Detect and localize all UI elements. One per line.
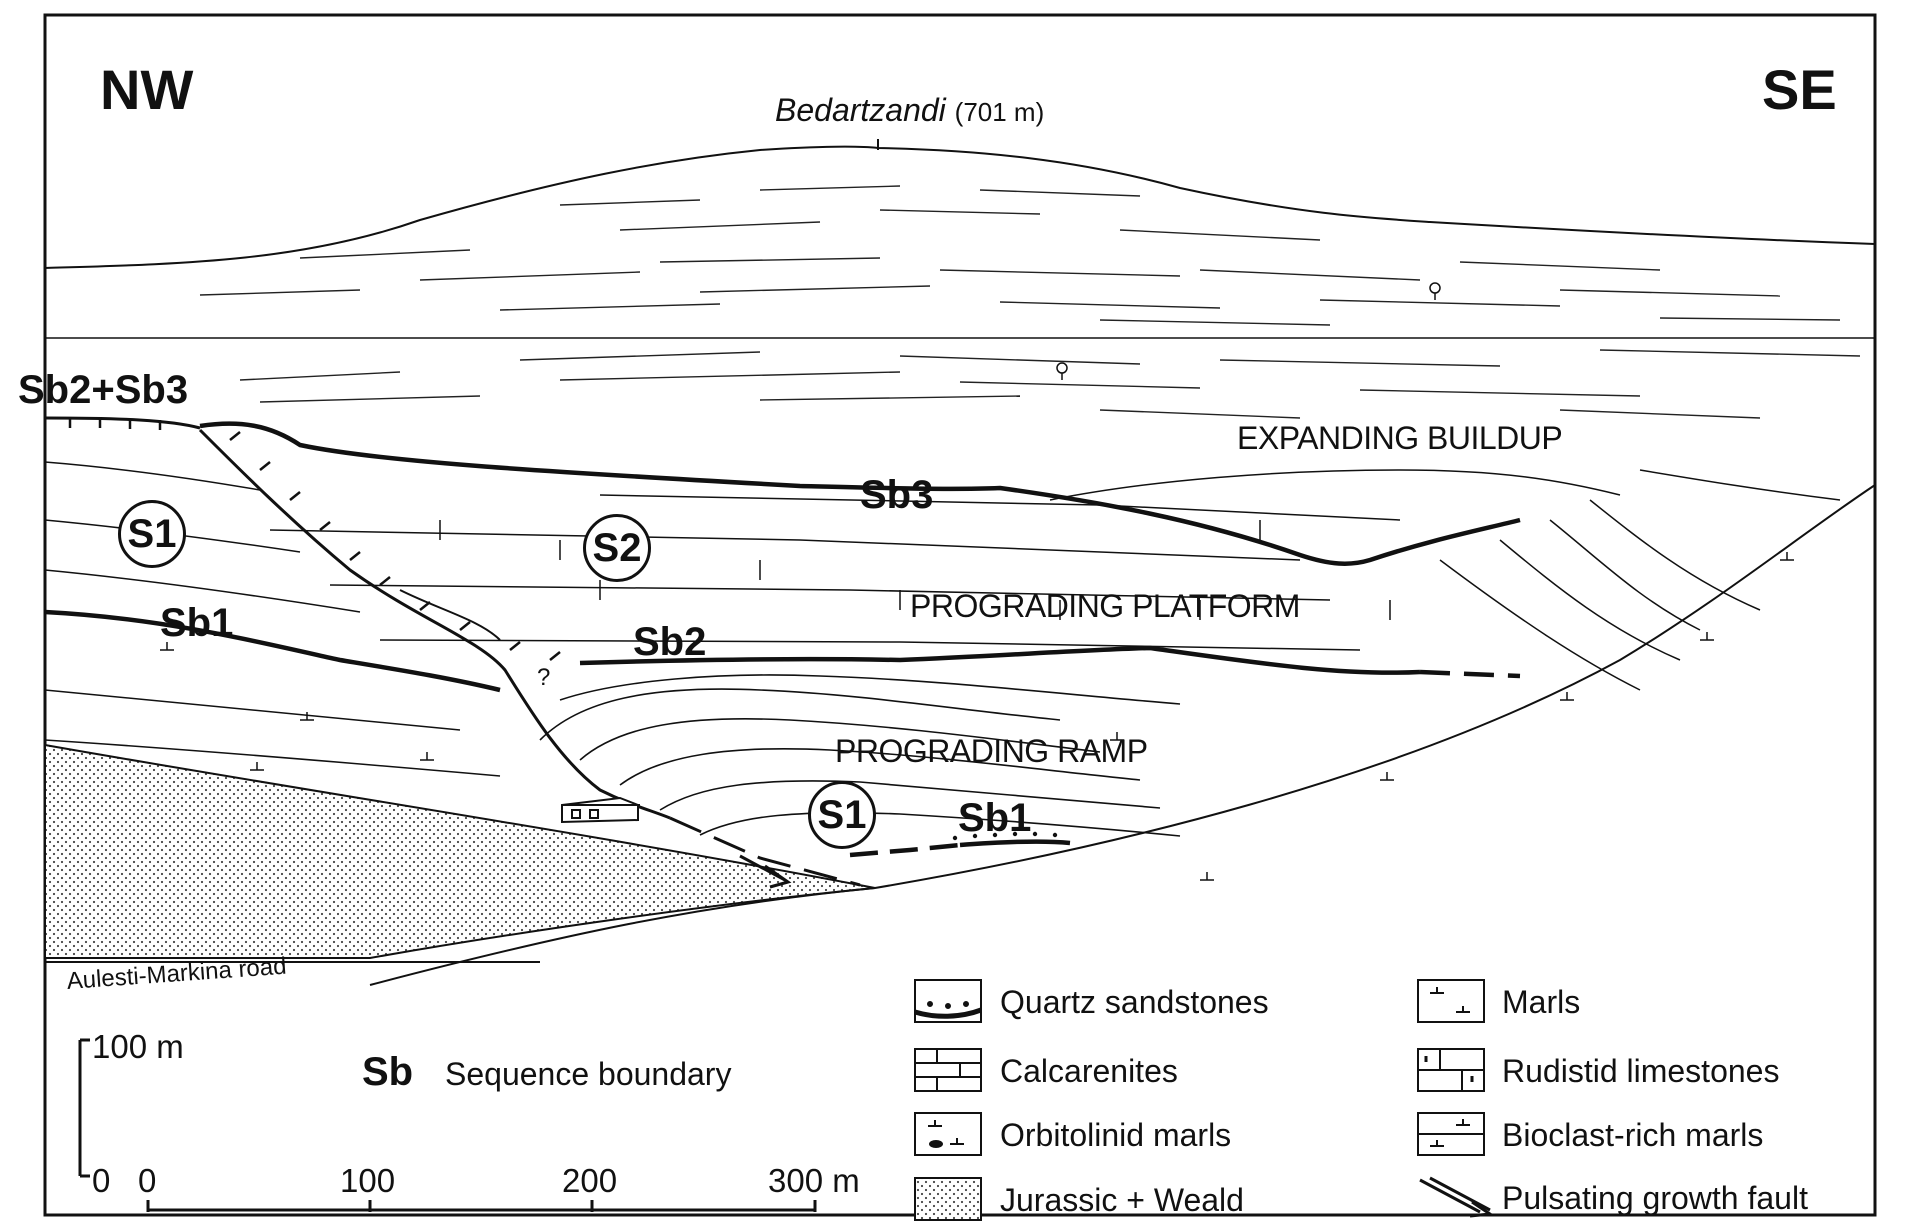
mountain-outline (44, 145, 1876, 269)
sb-key-meaning: Sequence boundary (445, 1056, 732, 1092)
tree-symbol-lower (1056, 362, 1068, 374)
legend-swatch-marl (1417, 979, 1485, 1023)
scale-tick-300: 300 m (768, 1162, 860, 1199)
s1-left-circle: S1 (118, 500, 186, 568)
fault-motion-arrow (739, 854, 792, 889)
legend-label-fault: Pulsating growth fault (1502, 1180, 1808, 1216)
legend-label-quartz: Quartz sandstones (1000, 984, 1269, 1020)
peak-name: Bedartzandi (775, 92, 946, 128)
vertical-scale-bottom: 0 (92, 1162, 111, 1199)
nw-label: NW (100, 58, 194, 121)
left-block-layers (44, 461, 501, 777)
legend-label-rudistid: Rudistid limestones (1502, 1053, 1780, 1089)
sb2-label: Sb2 (633, 620, 707, 664)
growth-fault (198, 428, 671, 820)
sb1-left-label: Sb1 (160, 601, 234, 645)
vertical-scale-bar (78, 1038, 90, 1178)
horizontal-scale-bar (146, 1200, 817, 1212)
sb3-label: Sb3 (860, 473, 934, 517)
growth-fault-lower (399, 589, 501, 641)
platform-layers (269, 494, 1401, 651)
scale-tick-0: 0 (138, 1162, 157, 1199)
jurassic-weald-unit (44, 743, 876, 959)
sb3-line (199, 421, 1521, 566)
s1-bottom-circle: S1 (808, 781, 876, 849)
hillside-texture (239, 349, 1861, 419)
scale-tick-200: 200 (562, 1162, 618, 1199)
ground-profile (369, 484, 1876, 986)
legend-swatch-quartz (914, 979, 982, 1023)
legend-label-orbitolinid: Orbitolinid marls (1000, 1117, 1232, 1153)
s2-circle: S2 (583, 514, 651, 582)
legend-swatch-rudist (1417, 1048, 1485, 1092)
uncertain-mark: ? (537, 664, 551, 691)
sb2-sb3-label: Sb2+Sb3 (18, 368, 189, 412)
ramp-layers (539, 674, 1181, 837)
sb1-line-left (44, 609, 501, 693)
legend-swatch-dots (914, 1177, 982, 1221)
scale-tick-100: 100 (340, 1162, 396, 1199)
legend-swatch-fault (1419, 1176, 1495, 1218)
tree-symbol-upper (1429, 282, 1441, 294)
peak-label: Bedartzandi (701 m) (775, 94, 1044, 126)
legend-swatch-bioclast (1417, 1112, 1485, 1156)
fault-ticks (68, 418, 561, 661)
sb1-bottom-label: Sb1 (958, 796, 1032, 840)
lithology-symbols (160, 520, 1794, 881)
sb-key-abbr: Sb (362, 1050, 414, 1094)
vertical-scale-top: 100 m (92, 1028, 184, 1065)
farmhouse-symbol (561, 796, 640, 824)
sb1-quartz-dots (952, 831, 1058, 841)
legend-label-jurassic: Jurassic + Weald (1000, 1182, 1244, 1218)
prograding-ramp-label: PROGRADING RAMP (835, 733, 1148, 769)
buildup-clinoforms (1049, 469, 1841, 691)
legend-swatch-orbitolinid (914, 1112, 982, 1156)
legend-label-calcarenite: Calcarenites (1000, 1053, 1178, 1089)
legend-label-marls: Marls (1502, 984, 1581, 1020)
sb2-dashed (1419, 669, 1521, 679)
se-label: SE (1762, 58, 1837, 121)
legend-label-bioclast: Bioclast-rich marls (1502, 1117, 1764, 1153)
sb1-line-bottom (849, 842, 961, 858)
mountain-texture (199, 185, 1841, 326)
prograding-platform-label: PROGRADING PLATFORM (910, 588, 1300, 624)
expanding-buildup-label: EXPANDING BUILDUP (1237, 420, 1563, 456)
sb2-line (579, 645, 1421, 675)
legend-swatch-calcarenite (914, 1048, 982, 1092)
peak-elevation: (701 m) (954, 97, 1045, 127)
sb2-sb3-line (44, 416, 201, 430)
growth-fault-dashed (669, 816, 861, 887)
